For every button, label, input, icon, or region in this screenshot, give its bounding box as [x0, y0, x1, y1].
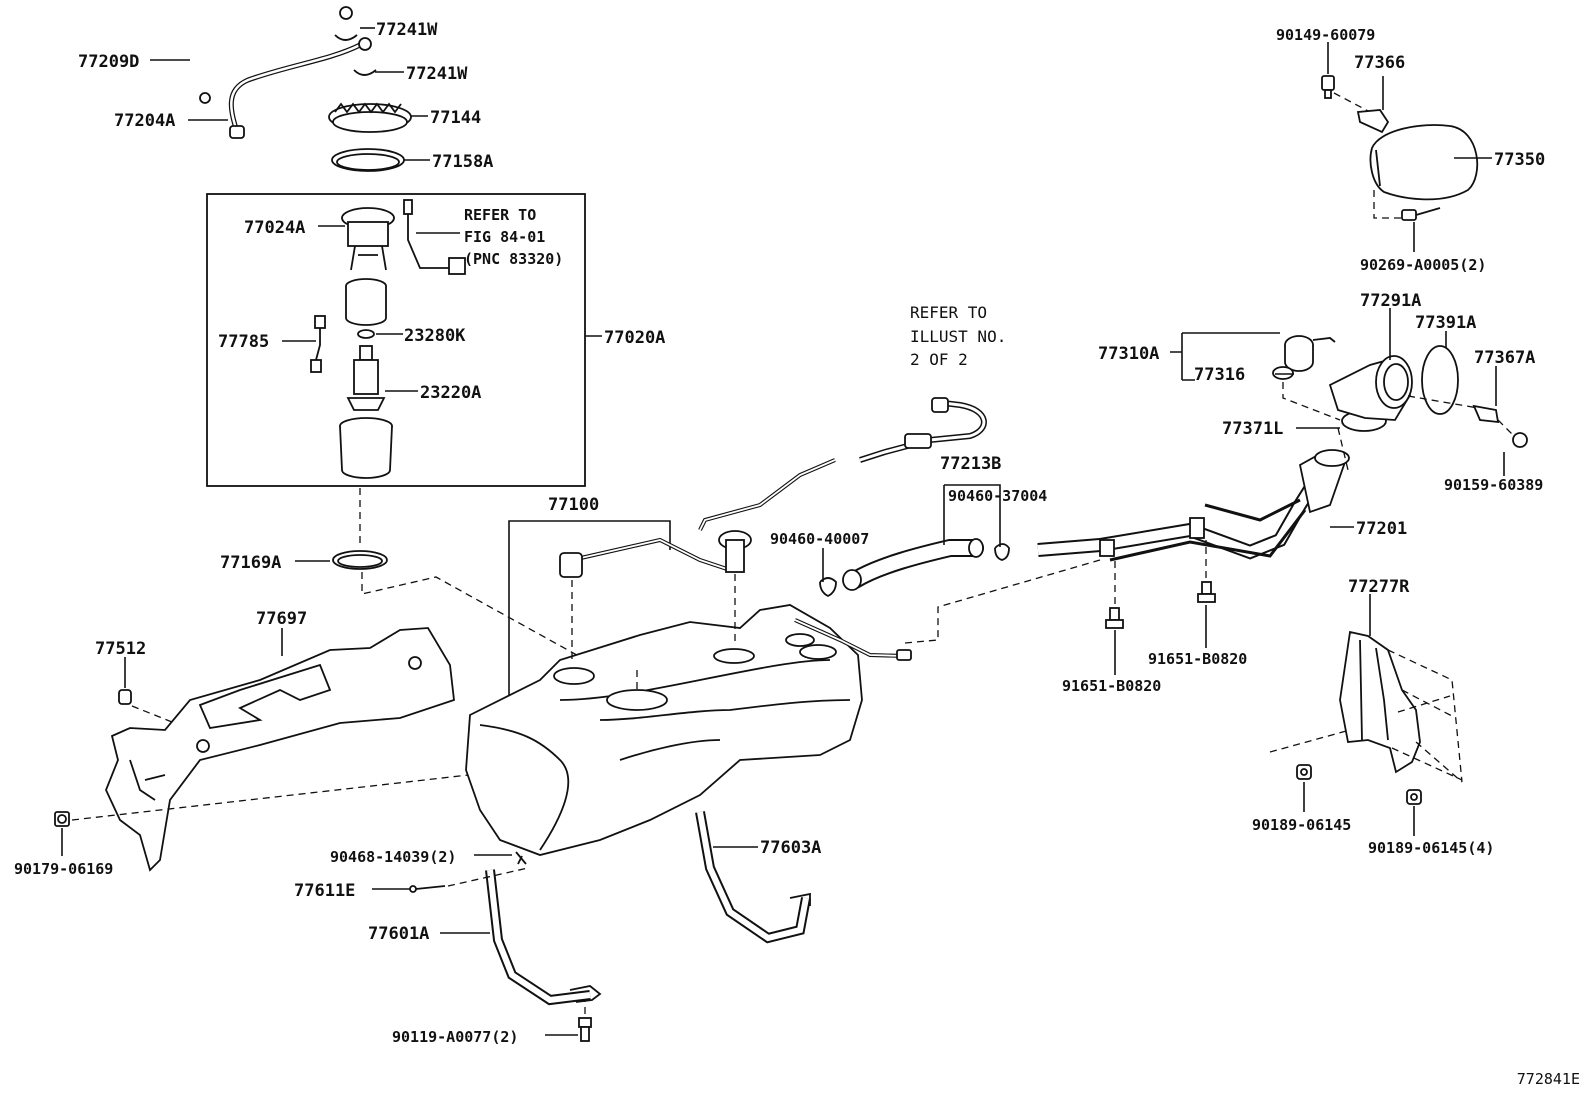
label-90269-a0005: 90269-A0005(2): [1360, 256, 1486, 274]
fuel-door-77350-drawing: [1369, 124, 1479, 201]
filler-pipe-77201-drawing: [1037, 449, 1350, 562]
figure-id: 772841E: [1517, 1070, 1580, 1088]
label-77350: 77350: [1494, 150, 1545, 170]
label-90179-06169: 90179-06169: [14, 860, 113, 878]
label-91651-b0820-a: 91651-B0820: [1062, 677, 1161, 695]
label-90119-a0077: 90119-A0077(2): [392, 1028, 518, 1046]
fuel-pump-23220a-drawing: [346, 345, 386, 411]
bolt-91651-b-drawing: [1197, 540, 1216, 603]
note-refer-fig-line1: REFER TO: [464, 206, 536, 224]
clip-90189-a-drawing: [1296, 764, 1312, 780]
label-77611e: 77611E: [294, 881, 355, 901]
label-77366: 77366: [1354, 53, 1405, 73]
fuel-tank-77100-drawing: [465, 604, 863, 856]
label-77391a: 77391A: [1415, 313, 1476, 333]
clamp-90460-40007-drawing: [819, 577, 837, 598]
label-77201: 77201: [1356, 519, 1407, 539]
note-refer-fig-line2: FIG 84-01: [464, 228, 545, 246]
clip-90189-b-drawing: [1406, 789, 1422, 805]
label-77241w-lower: 77241W: [406, 64, 468, 84]
note-refer-illust-line2: ILLUST NO.: [910, 327, 1006, 346]
label-23220a: 23220A: [420, 383, 481, 403]
label-77697: 77697: [256, 609, 307, 629]
bolt-90119-a0077-drawing: [578, 1017, 592, 1042]
fuel-level-float-drawing: [403, 199, 466, 275]
clamp-90460-37004-drawing: [994, 543, 1010, 561]
label-23280k: 23280K: [404, 326, 466, 346]
label-91651-b0820-b: 91651-B0820: [1148, 650, 1247, 668]
label-77785: 77785: [218, 332, 269, 352]
label-77213b: 77213B: [940, 454, 1001, 474]
screw-90149-60079-drawing: [1321, 75, 1335, 99]
evap-tube-refer-drawing: [859, 397, 987, 463]
label-77277r: 77277R: [1348, 577, 1410, 597]
gasket-77158a-drawing: [331, 148, 405, 172]
label-77169a: 77169A: [220, 553, 281, 573]
vent-tube-drawing: [698, 458, 912, 661]
pump-cup-drawing: [339, 417, 393, 479]
note-refer-fig-line3: (PNC 83320): [464, 250, 563, 268]
strap-77601a-drawing: [485, 869, 602, 1006]
filler-neck-77291a-drawing: [1328, 355, 1413, 421]
filter-drawing: [345, 278, 387, 326]
gasket-77316-drawing: [1272, 366, 1294, 380]
label-77158a: 77158A: [432, 152, 493, 172]
label-77100: 77100: [548, 495, 599, 515]
protector-77697-drawing: [105, 627, 455, 872]
label-90460-37004: 90460-37004: [948, 487, 1047, 505]
label-90189-06145-a: 90189-06145: [1252, 816, 1351, 834]
fuel-tube-77209d-drawing: [198, 6, 353, 104]
label-77601a: 77601A: [368, 924, 429, 944]
o-ring-23280k-drawing: [357, 329, 375, 339]
hinge-77366-drawing: [1356, 109, 1390, 134]
note-refer-illust-line3: 2 OF 2: [910, 350, 968, 369]
label-77310a: 77310A: [1098, 344, 1159, 364]
screw-90269-drawing: [1401, 207, 1441, 221]
label-77204a: 77204A: [114, 111, 175, 131]
sender-tube-drawing: [559, 530, 752, 578]
label-77367a: 77367A: [1474, 348, 1535, 368]
label-77316: 77316: [1194, 365, 1245, 385]
label-77241w-upper: 77241W: [376, 20, 438, 40]
label-90149-60079: 90149-60079: [1276, 26, 1375, 44]
strap-77603a-drawing: [695, 811, 811, 944]
label-90460-40007: 90460-40007: [770, 530, 869, 548]
gasket-77391a-drawing: [1421, 345, 1459, 415]
label-90159-60389: 90159-60389: [1444, 476, 1543, 494]
fuel-tube-77204a-drawing: [228, 37, 372, 139]
pin-90468-14039-drawing: [515, 851, 527, 865]
label-77512: 77512: [95, 639, 146, 659]
fuel-pump-assembly-box: [206, 193, 586, 487]
nut-90179-06169-drawing: [54, 811, 70, 827]
sender-gauge-drawing: [341, 207, 395, 271]
label-77144: 77144: [430, 108, 481, 128]
label-77209d: 77209D: [78, 52, 139, 72]
splash-shield-77277r-drawing: [1339, 630, 1421, 774]
clip-77241w-drawing: [334, 34, 377, 76]
label-77291a: 77291A: [1360, 291, 1421, 311]
label-77020a: 77020A: [604, 328, 665, 348]
label-90468-14039: 90468-14039(2): [330, 848, 456, 866]
bracket-77367a-drawing: [1472, 404, 1500, 424]
label-77371l: 77371L: [1222, 419, 1283, 439]
grommet-77512-drawing: [118, 689, 132, 705]
label-90189-06145-b: 90189-06145(4): [1368, 839, 1494, 857]
fuel-cap-77310a-drawing: [1284, 335, 1336, 372]
screw-90159-60389-drawing: [1497, 419, 1528, 448]
bolt-77611e-drawing: [409, 885, 446, 893]
note-refer-illust-line1: REFER TO: [910, 303, 987, 322]
filler-hose-77213b-drawing: [842, 538, 984, 591]
lock-ring-77144-drawing: [328, 102, 412, 133]
wire-harness-77785-drawing: [310, 315, 326, 373]
label-77603a: 77603A: [760, 838, 821, 858]
bolt-91651-a-drawing: [1105, 560, 1124, 629]
label-77024a: 77024A: [244, 218, 305, 238]
